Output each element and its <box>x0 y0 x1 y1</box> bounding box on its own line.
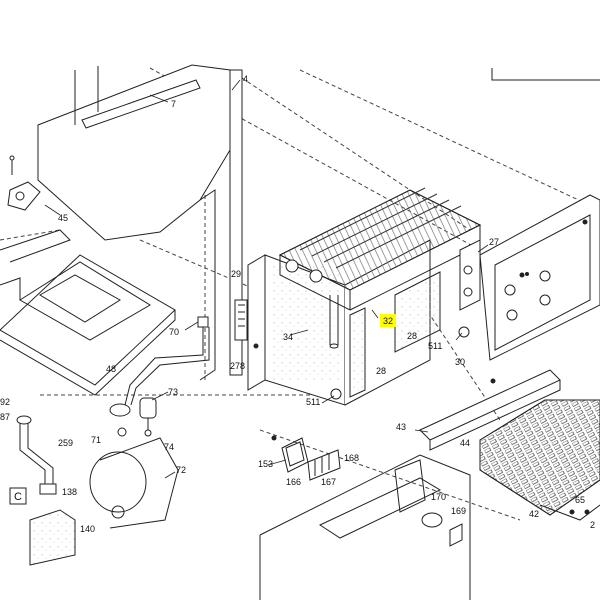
highlight-box <box>380 314 396 327</box>
callout-labels: 4 7 45 27 29 28 28 32 34 511 511 30 70 2… <box>0 74 595 534</box>
callout-42: 42 <box>529 509 539 519</box>
heat-exchanger <box>278 187 482 349</box>
pump <box>89 437 179 529</box>
title-block-edge <box>491 68 600 81</box>
callout-166: 166 <box>286 477 301 487</box>
callout-153: 153 <box>258 459 273 469</box>
callout-43: 43 <box>396 422 406 432</box>
callout-140: 140 <box>80 524 95 534</box>
callout-44: 44 <box>460 438 470 448</box>
callout-74: 74 <box>164 442 174 452</box>
callout-70: 70 <box>169 327 179 337</box>
callout-48: 48 <box>106 364 116 374</box>
callout-29: 29 <box>231 269 241 279</box>
callout-34: 34 <box>283 332 293 342</box>
section-letter: C <box>14 491 22 503</box>
callout-278: 278 <box>230 361 245 371</box>
callout-87: 87 <box>0 412 10 422</box>
gas-pipes <box>16 316 210 495</box>
callout-259: 259 <box>58 438 73 448</box>
callout-511b: 511 <box>306 397 320 407</box>
callout-27: 27 <box>489 237 499 247</box>
callout-45: 45 <box>58 213 68 223</box>
callout-32: 32 <box>383 316 393 326</box>
callout-138: 138 <box>62 487 77 497</box>
callout-30: 30 <box>455 357 465 367</box>
callout-169: 169 <box>451 506 466 516</box>
callout-65: 65 <box>575 495 585 505</box>
rear-panel <box>479 194 600 361</box>
burner-assembly <box>419 369 600 521</box>
front-cover-panel <box>37 64 243 381</box>
valve <box>117 397 157 437</box>
callout-511a: 511 <box>428 341 442 351</box>
callout-28a: 28 <box>407 331 417 341</box>
section-letter-box <box>9 487 27 505</box>
callout-2: 2 <box>590 520 595 530</box>
callout-170: 170 <box>431 492 446 502</box>
callout-28b: 28 <box>376 366 386 376</box>
callout-72: 72 <box>176 465 186 475</box>
callout-71: 71 <box>91 435 101 445</box>
callout-92: 92 <box>0 397 10 407</box>
callout-7: 7 <box>171 99 176 109</box>
base-tray <box>0 229 176 396</box>
air-vent-valve <box>7 155 41 211</box>
callout-73: 73 <box>168 387 178 397</box>
side-panels <box>330 271 470 400</box>
gasket-frame <box>281 437 309 473</box>
box-c-part <box>29 509 76 566</box>
fan-component <box>421 512 463 547</box>
callout-167: 167 <box>321 477 336 487</box>
callout-168: 168 <box>344 453 359 463</box>
callout-leaders <box>44 79 489 479</box>
callout-4: 4 <box>243 74 248 84</box>
control-box <box>259 454 471 600</box>
terminal-block <box>307 449 341 481</box>
